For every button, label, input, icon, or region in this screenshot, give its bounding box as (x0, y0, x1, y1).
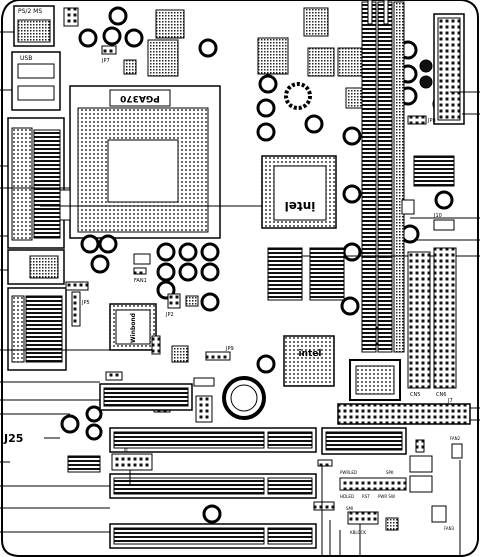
jumper-jp5 (71, 291, 81, 327)
jumper-jp3 (185, 295, 199, 307)
southbridge-chip: intel (283, 335, 335, 387)
io-region: PS/2 MS USB (0, 5, 110, 533)
jumper-jp1 (151, 335, 161, 355)
j10-label: J10 (433, 213, 442, 219)
front-panel-header (313, 439, 463, 557)
cpu-socket: PGA370 (40, 85, 300, 239)
jumper-ps2 (63, 7, 79, 27)
expansion-slots (99, 383, 407, 549)
jumper-j14 (105, 371, 123, 381)
jumper-j15 (193, 377, 215, 387)
northbridge-chip: intel (261, 155, 337, 229)
sdram-chips (267, 247, 345, 301)
bios-chip (349, 359, 401, 401)
jp7-label: JP7 (101, 58, 110, 64)
voltage-regulators (123, 7, 433, 110)
jumper-jp9 (205, 351, 231, 361)
socket-label: PGA370 (120, 93, 160, 103)
jp8-label: JP8 (427, 118, 436, 124)
j25-label: J25 (3, 432, 23, 445)
rst-label: RST (362, 494, 370, 499)
jumper-jp7 (101, 45, 117, 55)
floppy-connector: J7 (337, 398, 471, 425)
ir-label: IR (124, 448, 128, 453)
super-io-chip: Winbond (109, 303, 157, 351)
ir-header (111, 453, 153, 471)
jumper-j10 (433, 219, 455, 231)
battery-holder-small (401, 199, 415, 215)
front-panel-labels: PWRLED SPK HDLED RST PWR SW KBLOCK SMI F… (124, 436, 461, 535)
usb-header (67, 455, 101, 473)
ide-connectors: CN5 CN6 (407, 247, 457, 398)
jumper-fan1 (133, 267, 147, 275)
ide1-label: CN5 (410, 392, 420, 398)
spk-label: SPK (386, 470, 394, 475)
intel-logo-south: intel (299, 349, 322, 359)
jumper-jp8 (407, 115, 427, 125)
fan2-label: FAN2 (450, 436, 461, 441)
pwrsw-label: PWR SW (378, 494, 395, 499)
usb-label: USB (20, 55, 32, 62)
fan1-label: FAN1 (134, 278, 147, 284)
winbond-logo: Winbond (130, 313, 137, 343)
ps2-label: PS/2 MS (18, 8, 42, 15)
crystal (133, 253, 151, 265)
jumper-jp6 (65, 281, 89, 291)
jp9-label: JP9 (225, 346, 234, 352)
jp5-label: JP5 (81, 300, 90, 306)
cmos-battery (222, 376, 266, 420)
pwrled-label: PWRLED (340, 470, 357, 475)
atx-power-connector (433, 13, 465, 125)
kblock-label: KBLOCK (350, 530, 366, 535)
chip-small-1 (171, 345, 189, 363)
intel-logo-north: intel (285, 199, 316, 213)
smi-label: SMI (346, 506, 353, 511)
hdled-label: HDLED (340, 494, 354, 499)
fan3-label: FAN3 (444, 526, 455, 531)
j7-label: J7 (447, 398, 453, 404)
jumper-j23 (195, 395, 213, 423)
clock-chip (413, 155, 455, 187)
ide2-label: CN6 (436, 392, 446, 398)
jp2-label: JP2 (165, 312, 174, 318)
jumper-jp2 (167, 293, 181, 309)
dimm-slots (361, 0, 405, 353)
